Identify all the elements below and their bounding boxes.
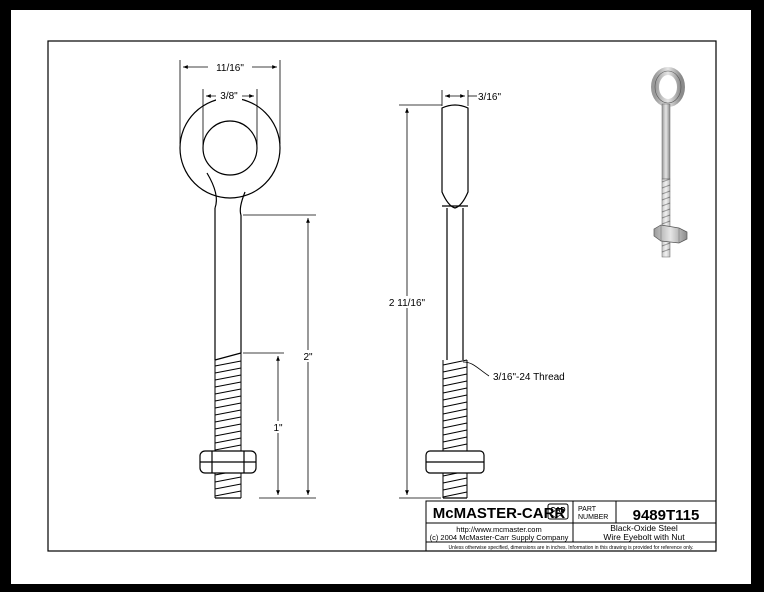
description-line1: Black-Oxide Steel (610, 523, 678, 533)
eye-side (441, 104, 469, 209)
side-view (425, 104, 485, 499)
brand-logo: McMASTER-CARR (433, 505, 566, 522)
dim-shank-length: 2" (303, 352, 313, 363)
eye-bend (206, 172, 217, 209)
nut-side (425, 450, 485, 474)
eye-inner-circle (202, 120, 258, 176)
website-url: http://www.mcmaster.com (456, 525, 541, 534)
dim-thread-length: 1" (273, 423, 283, 434)
dim-wire-thickness: 3/16" (478, 92, 501, 103)
cad-badge: CAD (550, 507, 565, 514)
front-view (179, 97, 281, 499)
thread-front (214, 353, 242, 498)
technical-drawing: 11/16" 3/8" 2" 1" (47, 40, 717, 552)
drawing-frame (47, 40, 717, 552)
eyebolt-3d-image (651, 67, 688, 258)
part-label-line2: NUMBER (578, 514, 608, 521)
front-dimensions (179, 60, 316, 499)
thread-side (442, 359, 468, 498)
drawing-sheet: 11/16" 3/8" 2" 1" (11, 10, 751, 584)
part-label-line1: PART (578, 506, 597, 513)
dim-eye-outer: 11/16" (216, 63, 244, 74)
footnote: Unless otherwise specified, dimensions a… (448, 545, 693, 551)
thread-callout: 3/16"-24 Thread (493, 372, 565, 383)
eye-outer-circle (179, 97, 281, 199)
title-block (425, 500, 717, 552)
part-number: 9489T115 (633, 507, 700, 524)
side-dimensions (399, 90, 490, 499)
description-line2: Wire Eyebolt with Nut (603, 532, 685, 542)
copyright-text: (c) 2004 McMaster-Carr Supply Company (430, 533, 569, 542)
dim-overall-length: 2 11/16" (389, 298, 426, 309)
nut-front (199, 450, 257, 474)
dim-eye-inner: 3/8" (220, 91, 238, 102)
